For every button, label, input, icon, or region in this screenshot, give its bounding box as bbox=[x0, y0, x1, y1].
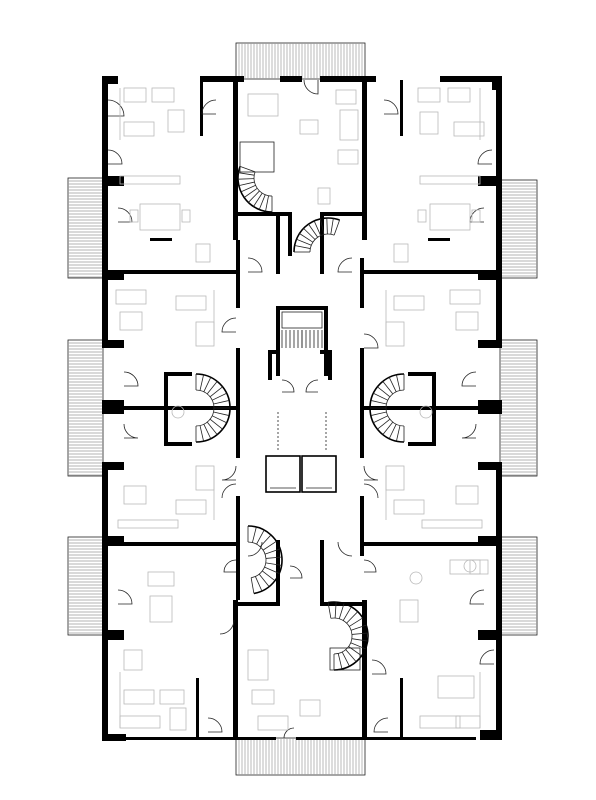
stair-north-west bbox=[237, 141, 275, 213]
interior-walls bbox=[108, 80, 496, 738]
stair-north-east bbox=[293, 217, 341, 253]
elevator-right bbox=[301, 455, 337, 493]
balcony-east-middle bbox=[499, 339, 538, 477]
balcony-north bbox=[235, 42, 366, 80]
balcony-east-upper bbox=[499, 179, 538, 279]
central-stair-core bbox=[268, 306, 332, 380]
furniture-layer bbox=[115, 87, 489, 731]
balcony-west-middle bbox=[67, 339, 104, 477]
stair-south-east bbox=[327, 601, 369, 671]
stair-east bbox=[369, 373, 405, 443]
balcony-west-upper bbox=[67, 177, 104, 279]
stair-south-west bbox=[247, 525, 283, 595]
doors bbox=[107, 79, 495, 739]
balcony-west-lower bbox=[67, 536, 104, 636]
balcony-east-lower bbox=[499, 536, 538, 636]
exterior-walls bbox=[102, 76, 502, 741]
elevator-left bbox=[265, 455, 301, 493]
balcony-south bbox=[235, 737, 366, 776]
stair-west bbox=[195, 373, 231, 443]
